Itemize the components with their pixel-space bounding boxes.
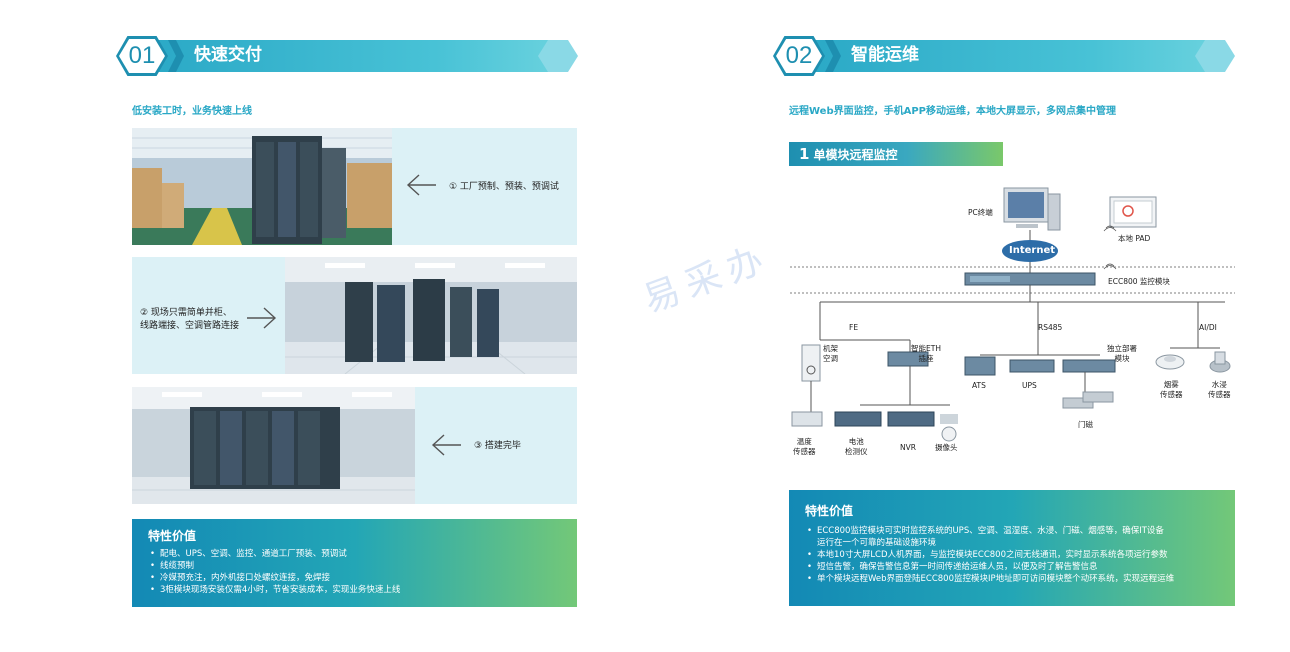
label-nvr: NVR bbox=[900, 443, 916, 452]
label-rack-ac: 机架 空调 bbox=[823, 344, 838, 364]
internet-cloud-icon bbox=[1002, 240, 1058, 262]
feature-item: ECC800监控模块可实时监控系统的UPS、空调、温湿度、水浸、门磁、烟感等，确… bbox=[805, 525, 1219, 537]
label-smoke-2: 传感器 bbox=[1160, 390, 1183, 399]
label-smart-eth: 智能ETH 插座 bbox=[911, 344, 941, 364]
banner-hex-inner bbox=[119, 39, 165, 73]
feature-list: ECC800监控模块可实时监控系统的UPS、空调、温湿度、水浸、门磁、烟感等，确… bbox=[805, 525, 1219, 585]
step-caption-1: ① 工厂预制、预装、预调试 bbox=[449, 182, 559, 192]
independent-module-icon bbox=[1062, 359, 1116, 373]
label-water-2: 传感器 bbox=[1208, 390, 1231, 399]
label-temp-2: 传感器 bbox=[793, 447, 816, 456]
banner-hex-inner bbox=[776, 39, 822, 73]
label-battery: 电池 检测仪 bbox=[845, 437, 868, 457]
section-number: 01 bbox=[128, 42, 156, 69]
label-smart-eth-2: 插座 bbox=[918, 354, 934, 363]
module-number: 1 bbox=[799, 145, 810, 163]
feature-item: 线缆预制 bbox=[148, 560, 561, 572]
label-ups: UPS bbox=[1022, 381, 1037, 390]
label-rs485: RS485 bbox=[1038, 323, 1063, 332]
feature-item: 单个模块远程Web界面登陆ECC800监控模块IP地址即可访问模块整个动环系统，… bbox=[805, 573, 1219, 585]
banner-bar bbox=[801, 40, 1217, 72]
feature-item: 冷媒预充注，内外机接口处螺纹连接，免焊接 bbox=[148, 572, 561, 584]
label-rack-ac-1: 机架 bbox=[823, 344, 838, 353]
label-smart-eth-1: 智能ETH bbox=[911, 344, 941, 353]
label-internet: Internet bbox=[1009, 245, 1056, 256]
step-caption-2: ② 现场只需简单并柜、 线路端接、空调管路连接 bbox=[140, 307, 239, 333]
feature-list: 配电、UPS、空调、监控、通道工厂预装、预调试 线缆预制 冷媒预充注，内外机接口… bbox=[148, 548, 561, 596]
section-title: 智能运维 bbox=[851, 45, 919, 65]
datacenter-photo-complete bbox=[132, 387, 415, 504]
label-pc: PC终端 bbox=[968, 208, 993, 217]
module-label: 单模块远程监控 bbox=[813, 148, 898, 162]
section-subtitle: 远程Web界面监控，手机APP移动运维，本地大屏显示，多网点集中管理 bbox=[789, 106, 1117, 117]
datacenter-photo-install bbox=[285, 257, 577, 374]
battery-tester-icon bbox=[834, 411, 882, 427]
step-caption-2-line1: ② 现场只需简单并柜、 bbox=[140, 308, 232, 318]
section-title: 快速交付 bbox=[194, 45, 262, 65]
feature-box-right: 特性价值 ECC800监控模块可实时监控系统的UPS、空调、温湿度、水浸、门磁、… bbox=[789, 490, 1235, 606]
label-rack-ac-2: 空调 bbox=[823, 354, 838, 363]
label-temp: 温度 传感器 bbox=[793, 437, 816, 457]
section-banner-01: 01 快速交付 bbox=[116, 36, 578, 76]
label-independent: 独立部署 模块 bbox=[1107, 344, 1137, 364]
camera-icon bbox=[940, 414, 958, 442]
watermark: 易采办 bbox=[638, 237, 777, 322]
label-fe: FE bbox=[849, 323, 859, 332]
section-subtitle: 低安装工时，业务快速上线 bbox=[132, 106, 252, 117]
datacenter-image bbox=[285, 257, 577, 374]
feature-item-continuation: 运行在一个可靠的基础设施环境 bbox=[817, 538, 937, 548]
feature-item: 本地10寸大屏LCD人机界面，与监控模块ECC800之间无线通讯，实时显示系统各… bbox=[805, 549, 1219, 561]
step-caption-3: ③ 搭建完毕 bbox=[474, 441, 521, 451]
section-number: 02 bbox=[785, 42, 813, 69]
label-independent-1: 独立部署 bbox=[1107, 344, 1137, 353]
label-battery-2: 检测仪 bbox=[845, 447, 868, 456]
feature-item: 3柜模块现场安装仅需4小时，节省安装成本，实现业务快速上线 bbox=[148, 584, 561, 596]
feature-item: 配电、UPS、空调、监控、通道工厂预装、预调试 bbox=[148, 548, 561, 560]
label-ecc800: ECC800 监控模块 bbox=[1108, 277, 1170, 286]
nvr-icon bbox=[887, 411, 935, 427]
wifi-icon bbox=[1105, 263, 1115, 267]
step-caption-2-line2: 线路端接、空调管路连接 bbox=[140, 321, 240, 331]
arrow-left-icon bbox=[406, 174, 436, 196]
water-sensor-icon bbox=[1209, 351, 1231, 373]
feature-box-left: 特性价值 配电、UPS、空调、监控、通道工厂预装、预调试 线缆预制 冷媒预充注，… bbox=[132, 519, 577, 607]
pc-terminal-icon bbox=[1003, 187, 1061, 231]
network-diagram bbox=[790, 187, 1235, 442]
ups-icon bbox=[1009, 359, 1055, 373]
feature-heading: 特性价值 bbox=[805, 504, 854, 518]
label-smoke-1: 烟雾 bbox=[1163, 380, 1179, 389]
feature-heading: 特性价值 bbox=[148, 529, 197, 543]
feature-item: 短信告警，确保告警信息第一时间传递给运维人员，以便及时了解告警信息 bbox=[805, 561, 1219, 573]
ats-icon bbox=[964, 356, 996, 376]
label-smoke: 烟雾 传感器 bbox=[1160, 380, 1183, 400]
wifi-icon bbox=[1105, 225, 1115, 229]
pad-icon bbox=[1109, 196, 1157, 228]
factory-photo bbox=[132, 128, 392, 245]
label-temp-1: 温度 bbox=[796, 437, 812, 446]
chevron-icon bbox=[168, 40, 184, 72]
label-battery-1: 电池 bbox=[848, 437, 864, 446]
chevron-icon bbox=[825, 40, 841, 72]
banner-bar bbox=[144, 40, 560, 72]
temp-sensor-icon bbox=[791, 411, 823, 427]
label-ats: ATS bbox=[972, 381, 986, 390]
label-water: 水浸 传感器 bbox=[1208, 380, 1231, 400]
label-aidi: AI/DI bbox=[1199, 323, 1217, 332]
arrow-left-icon bbox=[431, 434, 461, 456]
label-pad: 本地 PAD bbox=[1118, 234, 1151, 243]
arrow-right-icon bbox=[247, 307, 277, 329]
rack-ac-icon bbox=[801, 344, 821, 382]
door-sensor-icon bbox=[1062, 391, 1114, 409]
label-water-1: 水浸 bbox=[1211, 380, 1227, 389]
section-banner-02: 02 智能运维 bbox=[773, 36, 1235, 76]
label-door: 门磁 bbox=[1078, 420, 1093, 429]
label-camera: 摄像头 bbox=[935, 443, 958, 452]
banner-end-hex bbox=[538, 40, 578, 72]
factory-image bbox=[132, 128, 392, 245]
smart-eth-icon bbox=[887, 351, 929, 367]
label-independent-2: 模块 bbox=[1114, 354, 1130, 363]
completed-module-image bbox=[132, 387, 415, 504]
